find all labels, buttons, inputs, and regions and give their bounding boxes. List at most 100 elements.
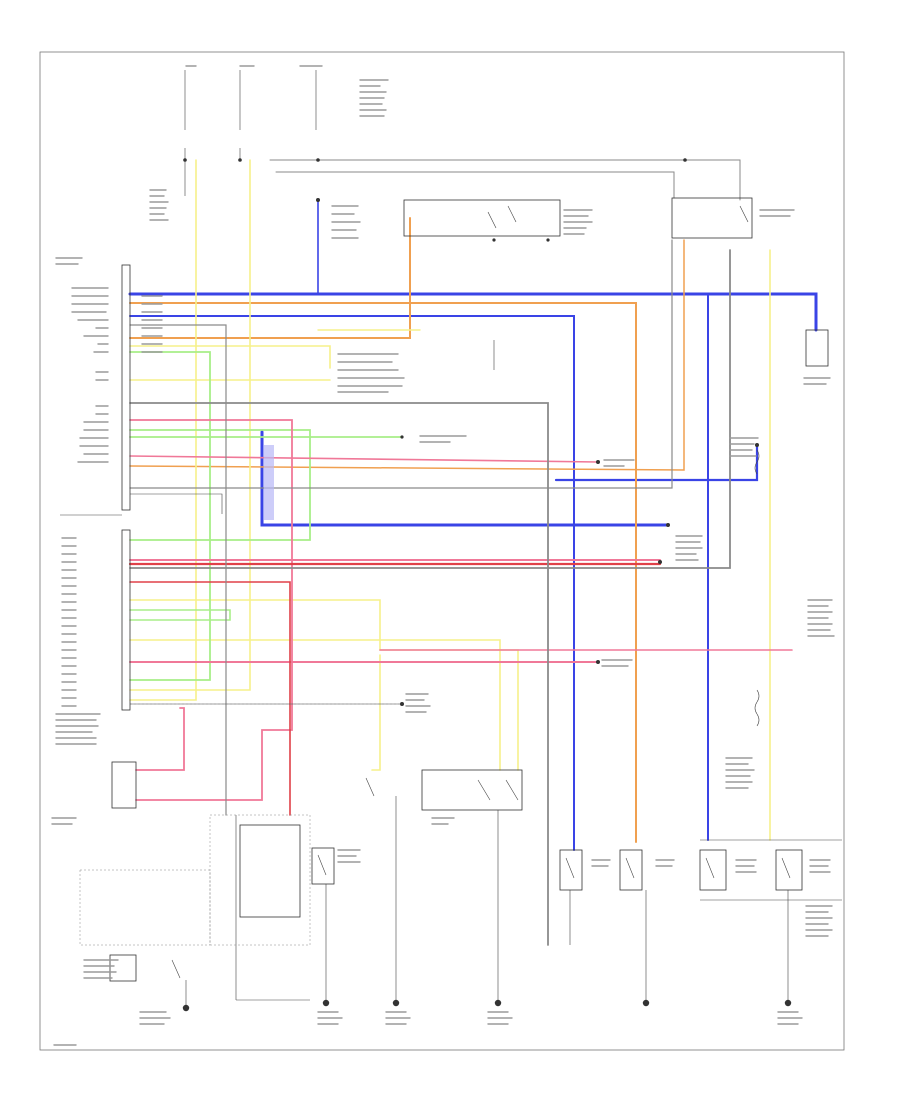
text-mark: [359, 79, 389, 117]
text-mark: [777, 1011, 803, 1025]
terminal: [683, 158, 687, 162]
wire-blue-sensor: [554, 443, 759, 482]
terminal: [316, 158, 320, 162]
text-mark: [431, 817, 455, 825]
wire-red-2: [129, 581, 291, 816]
wire-green-4: [129, 609, 231, 621]
terminal: [658, 560, 662, 564]
control-unit-connector-upper: [121, 264, 131, 511]
text-mark: [405, 693, 431, 713]
terminals: [183, 158, 759, 706]
wire-group-green: [129, 351, 403, 681]
wire-pink-4: [135, 707, 185, 771]
text-mark: [149, 189, 169, 221]
text-mark: [487, 1011, 513, 1025]
text-mark: [729, 437, 759, 457]
contact-5: [505, 779, 519, 801]
ground-symbol: [322, 999, 330, 1007]
switch-contacts: [171, 205, 791, 979]
contact-1: [487, 211, 497, 229]
text-mark: [337, 353, 405, 393]
relay-box-center: [403, 199, 561, 237]
contact-11: [781, 857, 791, 879]
switch-box-5: [775, 849, 803, 891]
coil-shape: [754, 689, 760, 727]
wire-gray-5: [269, 159, 741, 201]
component-bottom-left-small: [109, 954, 137, 982]
wire-group-blue: [128, 199, 818, 851]
wire-yellow-2: [129, 159, 251, 691]
relay-lower-left: [239, 824, 301, 918]
switch-box-2: [559, 849, 583, 891]
switch-box-4: [699, 849, 727, 891]
switch-box-1: [311, 847, 335, 885]
terminal: [492, 238, 496, 242]
ground-symbol: [494, 999, 502, 1007]
text-mark: [141, 295, 163, 353]
wire-pink-5: [129, 419, 293, 801]
contact-12: [171, 959, 181, 979]
illegible-text-marks: [51, 65, 835, 1046]
wire-gray-3: [129, 239, 673, 489]
wire-gray-2: [129, 249, 731, 569]
wire-group-pink: [129, 419, 793, 801]
terminal: [596, 660, 600, 664]
wire-yellow-7: [371, 654, 381, 771]
wire-green-2: [129, 351, 211, 681]
terminal: [238, 158, 242, 162]
wire-blue-main: [128, 292, 818, 332]
relay-box-right: [671, 197, 753, 239]
terminal: [666, 523, 670, 527]
wire-orange-3: [129, 239, 685, 471]
text-mark: [385, 1011, 411, 1025]
wire-group-red: [128, 562, 662, 816]
switch-box-center: [421, 769, 523, 811]
grounds: [182, 999, 792, 1012]
text-mark: [591, 859, 831, 873]
ground-drops: [185, 796, 789, 1005]
wire-blue-right: [129, 315, 575, 851]
terminal: [400, 435, 404, 439]
wire-gray-1: [129, 402, 549, 946]
component-lower-left: [111, 761, 137, 809]
wire-yellow-3: [129, 345, 331, 369]
wire-blue-loop: [260, 430, 670, 527]
contact-2: [507, 205, 517, 223]
wire-lightblue-block: [264, 445, 274, 520]
text-mark: [803, 377, 831, 385]
text-mark: [725, 757, 755, 789]
text-mark: [317, 1011, 343, 1025]
text-mark: [55, 713, 101, 745]
coils: [754, 449, 760, 727]
text-mark: [601, 659, 633, 667]
ground-symbol: [784, 999, 792, 1007]
contact-10: [705, 857, 715, 879]
coil-shape: [754, 449, 760, 475]
contact-4: [477, 779, 491, 801]
text-mark: [83, 959, 119, 979]
contact-3: [739, 205, 749, 223]
diagram-frame: [39, 51, 845, 1051]
wire-yellow-5: [129, 599, 519, 771]
wire-group-black: [130, 70, 495, 1001]
terminal: [596, 460, 600, 464]
text-mark: [51, 817, 77, 825]
text-mark: [759, 209, 795, 217]
component-bottom-left-dashed: [79, 869, 211, 946]
text-mark: [71, 287, 109, 381]
text-mark: [77, 405, 109, 463]
text-mark: [603, 459, 635, 467]
text-mark: [337, 849, 361, 863]
contact-6: [365, 777, 375, 797]
text-mark: [675, 535, 703, 561]
sensor-component: [805, 329, 829, 367]
wire-gray-6: [275, 171, 675, 199]
ground-symbol: [392, 999, 400, 1007]
terminal: [755, 443, 759, 447]
terminal: [546, 238, 550, 242]
text-mark: [331, 205, 361, 239]
components: [60, 197, 842, 982]
text-mark: [419, 435, 467, 443]
wire-pink-3: [129, 455, 599, 463]
